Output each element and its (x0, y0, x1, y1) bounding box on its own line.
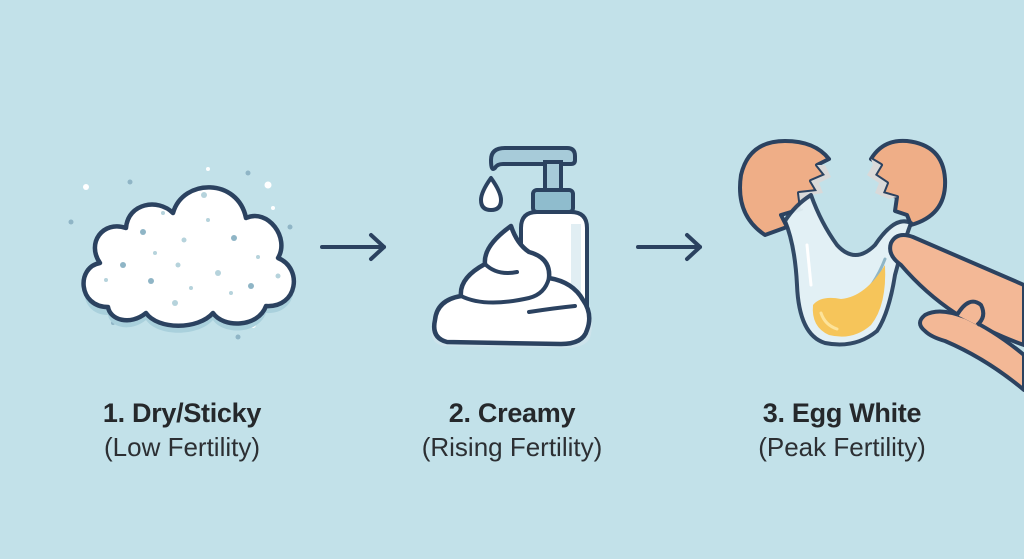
stage-1-label: 1. Dry/Sticky (Low Fertility) (32, 396, 332, 464)
stage-1-title: 1. Dry/Sticky (102, 398, 262, 428)
stage-3-subtitle: (Peak Fertility) (758, 432, 926, 462)
stage-2-label: 2. Creamy (Rising Fertility) (362, 396, 662, 464)
stage-3-label: 3. Egg White (Peak Fertility) (692, 396, 992, 464)
lotion-pump-bottle-icon (425, 138, 615, 358)
right-arrow-icon (318, 230, 390, 264)
stage-1-subtitle: (Low Fertility) (103, 432, 260, 462)
stage-2-title: 2. Creamy (448, 398, 576, 428)
right-arrow-icon (634, 230, 706, 264)
stage-3-title: 3. Egg White (762, 398, 922, 428)
cracked-egg-stretch-icon (725, 135, 1024, 400)
stage-2-subtitle: (Rising Fertility) (421, 432, 603, 462)
cloud-icon (68, 165, 308, 345)
